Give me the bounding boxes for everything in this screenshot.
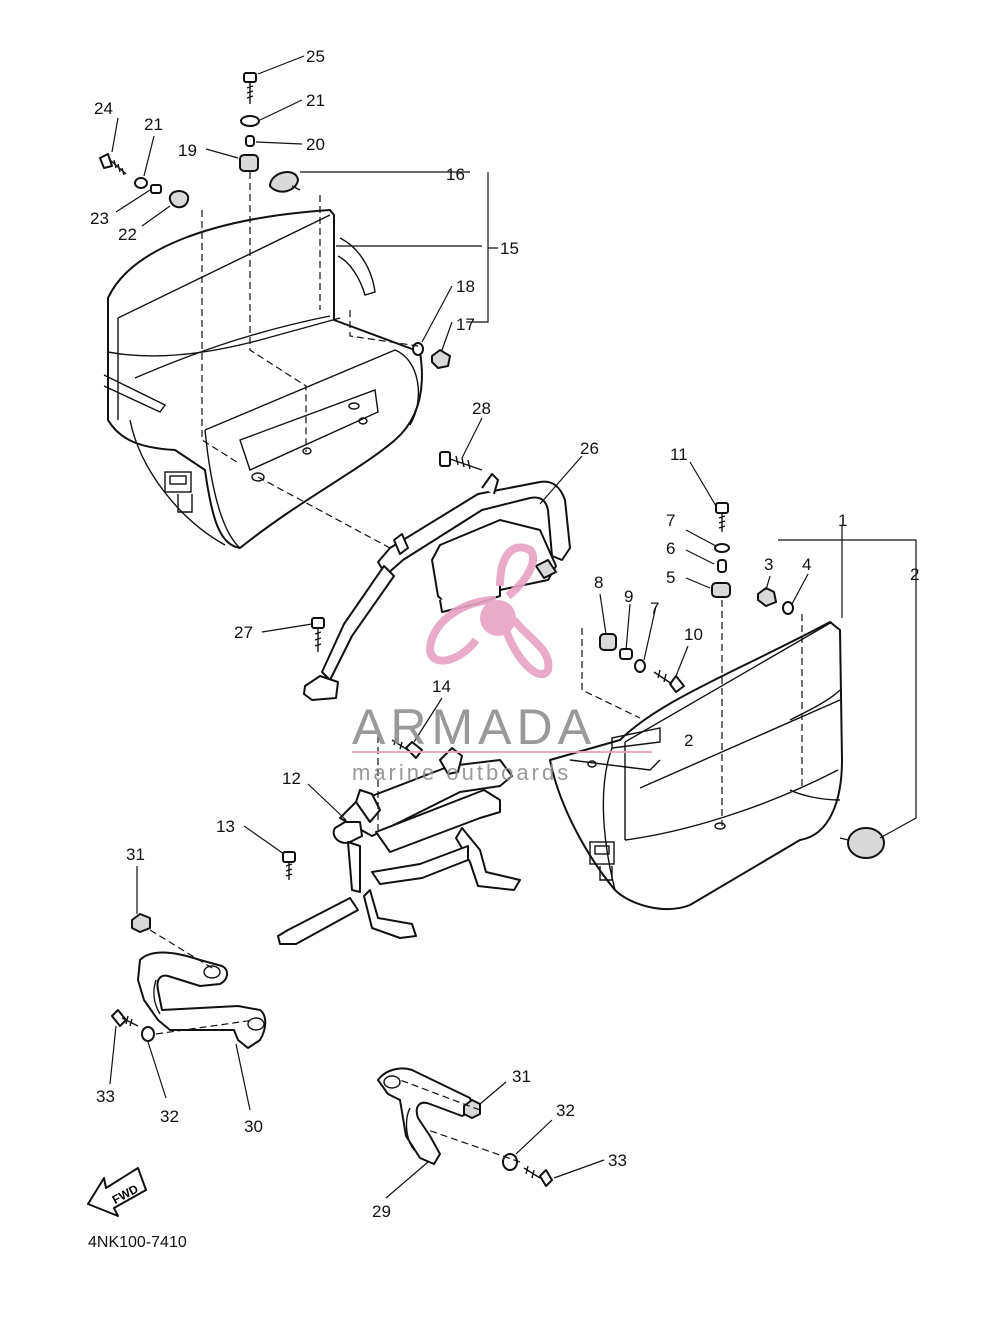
callout-1: 1 bbox=[838, 511, 847, 530]
right-saddlebag bbox=[549, 621, 843, 911]
watermark-tagline: marine outboards bbox=[352, 760, 571, 785]
callout-26: 26 bbox=[580, 439, 599, 458]
left-engine-guard bbox=[137, 951, 267, 1049]
callout-5: 5 bbox=[666, 568, 675, 587]
forward-direction-arrow-icon: FWD bbox=[87, 1167, 147, 1217]
callout-numbers: 1 2 2 3 4 5 6 7 7 8 9 10 11 12 13 14 15 … bbox=[90, 47, 919, 1221]
callout-27: 27 bbox=[234, 623, 253, 642]
callout-20: 20 bbox=[306, 135, 325, 154]
watermark-brand: ARMADA bbox=[352, 699, 596, 755]
fasteners bbox=[99, 72, 885, 1187]
callout-28: 28 bbox=[472, 399, 491, 418]
callout-6: 6 bbox=[666, 539, 675, 558]
right-engine-guard bbox=[377, 1067, 475, 1165]
callout-29: 29 bbox=[372, 1202, 391, 1221]
lower-saddlebag-stay bbox=[277, 747, 521, 945]
callout-10: 10 bbox=[684, 625, 703, 644]
left-saddlebag bbox=[103, 209, 423, 549]
callout-21-top: 21 bbox=[306, 91, 325, 110]
callout-2: 2 bbox=[910, 565, 919, 584]
callout-31-right: 31 bbox=[512, 1067, 531, 1086]
callout-14: 14 bbox=[432, 677, 451, 696]
callout-17: 17 bbox=[456, 315, 475, 334]
callout-7-upper: 7 bbox=[666, 511, 675, 530]
callout-8: 8 bbox=[594, 573, 603, 592]
callout-32-right: 32 bbox=[556, 1101, 575, 1120]
callout-24: 24 bbox=[94, 99, 113, 118]
callout-33-right: 33 bbox=[608, 1151, 627, 1170]
callout-33-left: 33 bbox=[96, 1087, 115, 1106]
callout-3: 3 bbox=[764, 555, 773, 574]
callout-7-lower: 7 bbox=[650, 599, 659, 618]
callout-21-left: 21 bbox=[144, 115, 163, 134]
callout-2-bag: 2 bbox=[684, 731, 693, 750]
callout-9: 9 bbox=[624, 587, 633, 606]
callout-11: 11 bbox=[670, 445, 688, 464]
leader-lines bbox=[109, 55, 917, 1199]
callout-13: 13 bbox=[216, 817, 235, 836]
callout-25: 25 bbox=[306, 47, 325, 66]
callout-12: 12 bbox=[282, 769, 301, 788]
callout-19: 19 bbox=[178, 141, 197, 160]
callout-22: 22 bbox=[118, 225, 137, 244]
callout-15: 15 bbox=[500, 239, 519, 258]
diagram-code: 4NK100-7410 bbox=[88, 1234, 187, 1251]
callout-30: 30 bbox=[244, 1117, 263, 1136]
callout-4: 4 bbox=[802, 555, 811, 574]
callout-23: 23 bbox=[90, 209, 109, 228]
callout-18: 18 bbox=[456, 277, 475, 296]
watermark: ARMADA marine outboards bbox=[352, 543, 652, 785]
propeller-logo-icon bbox=[425, 543, 553, 679]
callout-31-left: 31 bbox=[126, 845, 145, 864]
callout-16: 16 bbox=[446, 165, 465, 184]
callout-32-left: 32 bbox=[160, 1107, 179, 1126]
